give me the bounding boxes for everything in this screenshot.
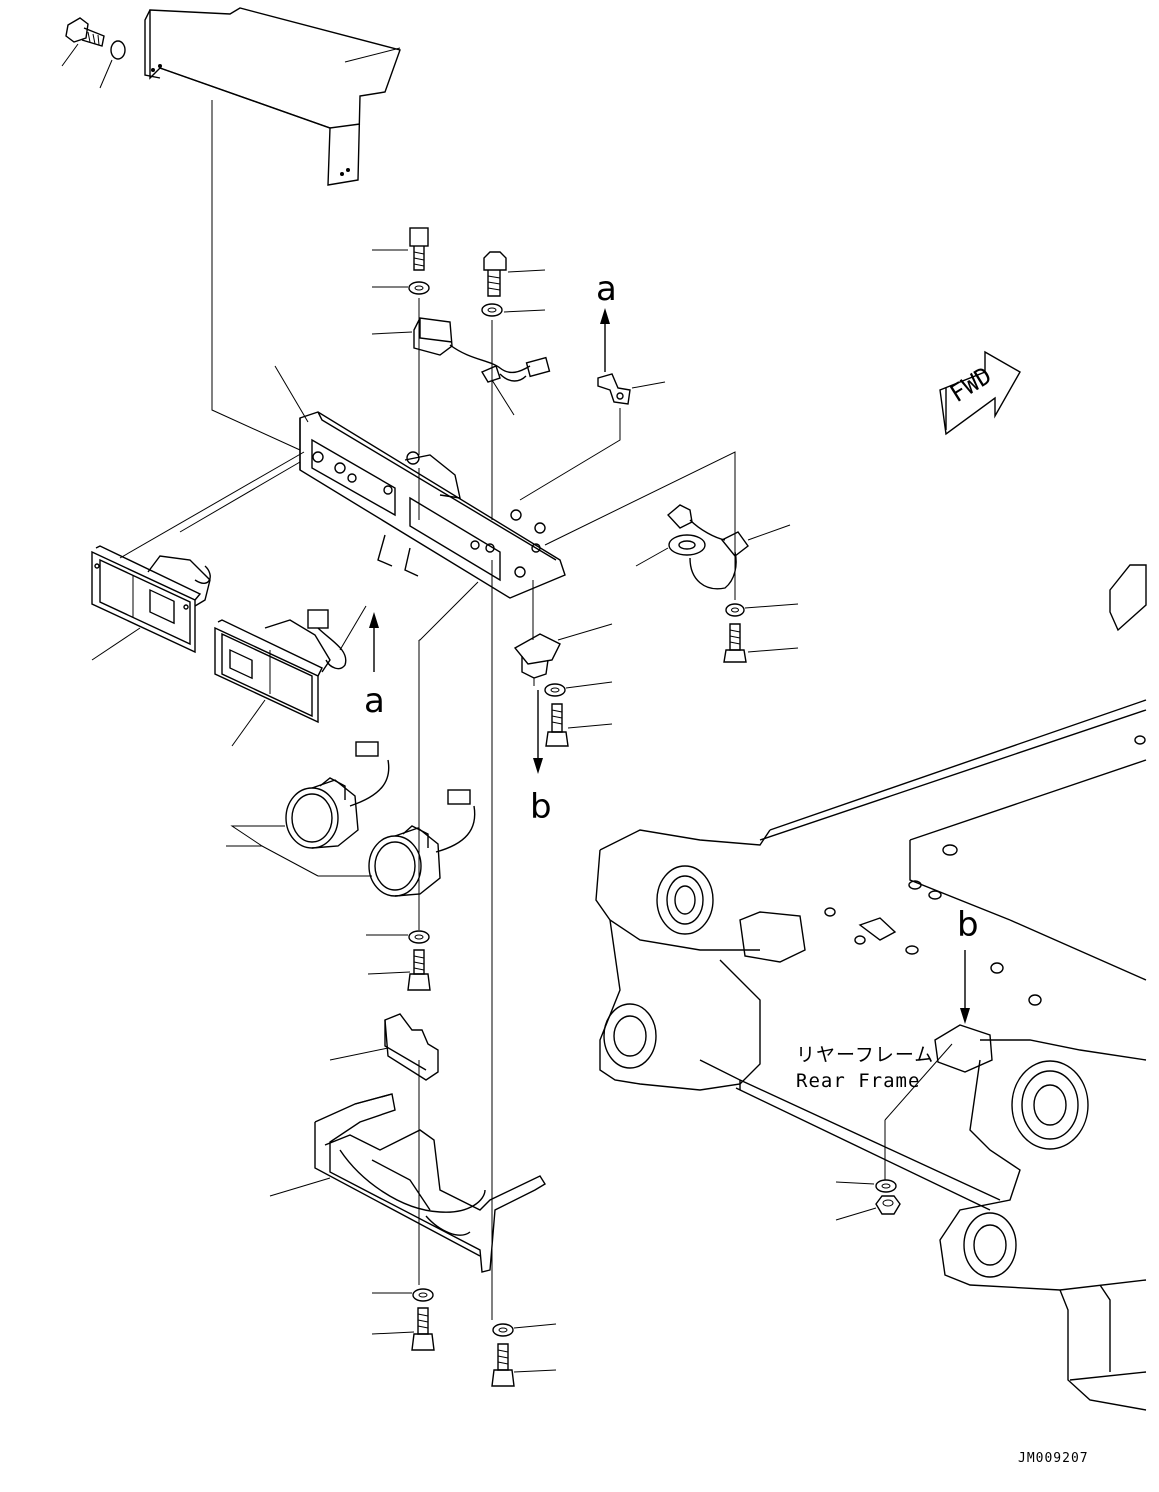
assembly-line <box>884 1043 953 1121</box>
leader-line <box>513 1323 557 1329</box>
rear-frame <box>595 564 1147 1411</box>
leader-line <box>507 269 546 273</box>
harness-clamp <box>597 373 631 405</box>
leader-line <box>261 845 319 877</box>
washer-hole <box>498 1327 508 1333</box>
arrow-head <box>600 308 610 324</box>
lower-lamp-guard <box>314 1093 546 1273</box>
bolt-bottom-right <box>491 1343 515 1387</box>
bolt-under-sensor <box>545 703 569 747</box>
rear-combination-lamp-right <box>214 609 347 724</box>
top-cover-plate <box>144 7 401 186</box>
rear-frame-label-en: Rear Frame <box>796 1070 921 1092</box>
leader-line <box>631 381 666 389</box>
assembly-line <box>179 461 301 533</box>
arrow-head <box>369 612 379 628</box>
assembly-line <box>419 581 479 641</box>
work-lamp-lower <box>368 789 476 897</box>
washer-hole <box>414 934 424 940</box>
washer-hole <box>414 285 424 291</box>
leader-line <box>565 681 613 689</box>
washer <box>412 1288 434 1302</box>
assembly-line <box>519 408 621 501</box>
work-lamp-upper <box>285 741 390 849</box>
ref-letter-a-top: a <box>596 269 617 309</box>
leader-line <box>61 43 79 67</box>
leader-line <box>269 1177 331 1197</box>
rear-frame-label-jp: リヤーフレーム <box>796 1044 935 1066</box>
ref-letter-b-left: b <box>530 787 552 827</box>
leader-line <box>367 971 411 975</box>
washer <box>544 683 566 697</box>
assembly-line <box>119 451 305 559</box>
washer-hole <box>881 1183 891 1189</box>
small-guard-bracket <box>384 1013 439 1081</box>
flange-bolt-top <box>65 17 105 47</box>
washer-top <box>110 40 126 60</box>
relay-unit <box>413 317 551 383</box>
leader-line <box>635 547 669 567</box>
leader-line <box>835 1181 875 1185</box>
washer-hole <box>487 307 497 313</box>
ref-letter-b-right: b <box>957 905 979 945</box>
leader-line <box>344 47 401 63</box>
arrow-head <box>533 758 543 774</box>
leader-line <box>744 603 799 609</box>
leader-line <box>747 647 799 653</box>
assembly-line <box>211 100 301 451</box>
leader-line <box>231 699 266 747</box>
washer <box>492 1323 514 1337</box>
leader-line <box>491 379 515 416</box>
leader-line <box>371 331 413 335</box>
leader-line <box>99 59 113 89</box>
hex-nut <box>875 1195 901 1215</box>
leader-line <box>557 623 613 641</box>
bolt-right-lamp <box>723 623 747 663</box>
leader-line <box>835 1207 877 1221</box>
washer <box>481 303 503 317</box>
leader-line <box>567 723 613 729</box>
fwd-direction-icon <box>939 350 1021 436</box>
leader-line <box>329 1047 389 1061</box>
washer <box>875 1179 897 1193</box>
sensor-switch <box>513 633 561 686</box>
washer-hole <box>731 607 739 613</box>
bolt-lower-left <box>407 949 431 991</box>
washer <box>725 603 745 617</box>
washer <box>408 281 430 295</box>
leader-line <box>371 1331 415 1335</box>
drawing-code: JM009207 <box>1018 1451 1089 1466</box>
assembly-line <box>544 451 736 600</box>
leader-line <box>513 1369 557 1373</box>
bolt-left-upper <box>409 227 429 271</box>
bolt-bottom-left <box>411 1307 435 1351</box>
washer <box>408 930 430 944</box>
leader-line <box>274 365 309 423</box>
washer-hole <box>418 1292 428 1298</box>
washer-hole <box>550 687 560 693</box>
license-lamp-harness <box>666 504 749 590</box>
lamp-mounting-bracket <box>299 411 566 599</box>
arrow-head <box>960 1008 970 1024</box>
rear-combination-lamp-left <box>91 545 211 654</box>
leader-line <box>503 309 546 313</box>
leader-line <box>226 825 285 847</box>
leader-line <box>339 605 367 651</box>
leader-line <box>747 524 791 541</box>
ref-letter-a-bottom: a <box>364 681 385 721</box>
bolt-right-upper <box>483 251 507 297</box>
leader-line <box>91 627 141 661</box>
